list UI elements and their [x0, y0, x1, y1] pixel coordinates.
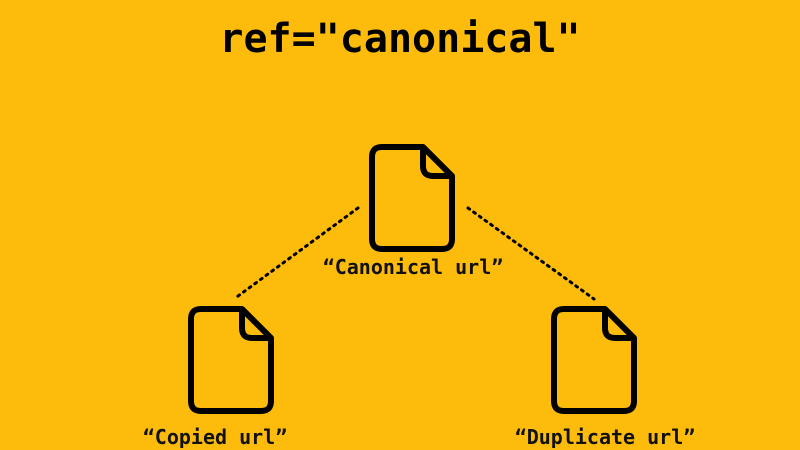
- document-icon: [369, 144, 455, 252]
- diagram-title: ref="canonical": [219, 16, 581, 62]
- copied-url-label: “Copied url”: [142, 425, 288, 449]
- duplicate-url-label: “Duplicate url”: [514, 425, 696, 449]
- document-icon: [188, 306, 274, 414]
- document-icon: [551, 306, 637, 414]
- edge-canonical-to-copied: [232, 206, 360, 301]
- edge-canonical-to-duplicate: [466, 206, 596, 301]
- canonical-url-label: “Canonical url”: [322, 255, 504, 279]
